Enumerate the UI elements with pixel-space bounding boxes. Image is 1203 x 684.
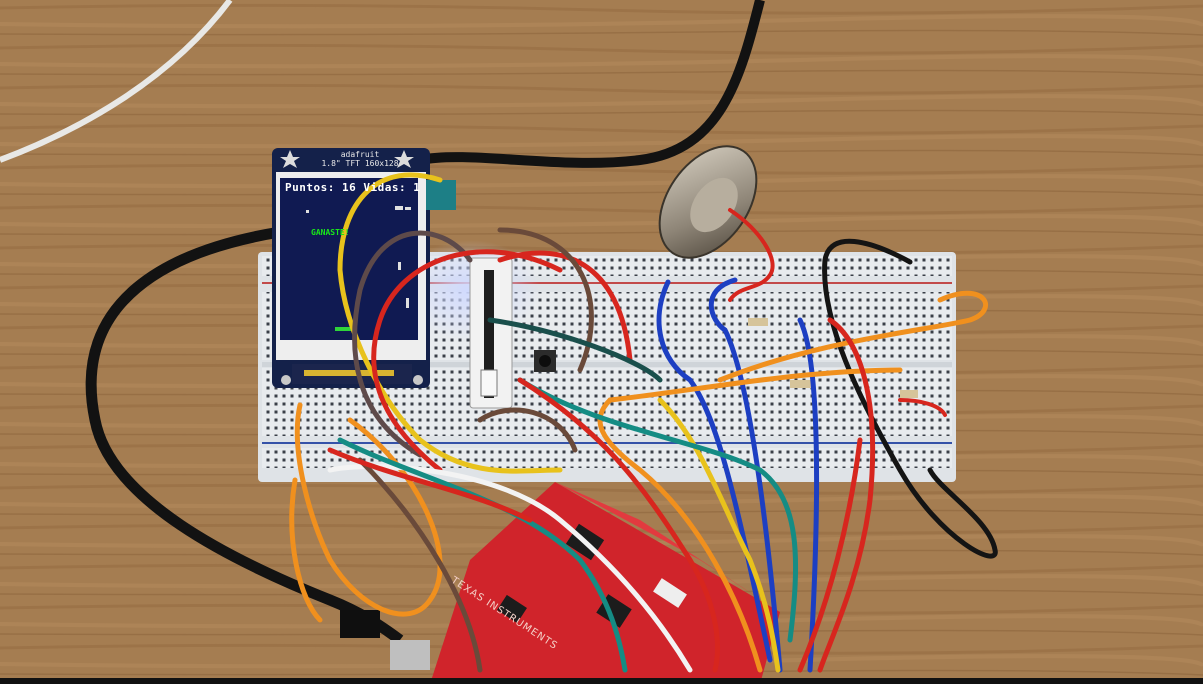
wire-blue [797,317,820,673]
tft-board-label: adafruit 1.8" TFT 160x128 [300,150,420,168]
wire-teal [337,437,628,673]
bottom-letterbox [0,678,1203,684]
resistor [790,380,812,388]
wire-orange [289,477,323,623]
score-lives-text: Puntos: 16 Vidas: 1 [285,181,421,194]
wire-orange [597,397,763,673]
wire-red [728,208,775,302]
game-paddle [335,327,351,331]
game-block [405,207,411,210]
wire-teal [487,317,663,383]
wire-orange [717,290,989,383]
black-usb-cable [419,0,765,168]
wire-red [517,377,720,673]
model-label: 1.8" TFT 160x128 [321,159,399,168]
game-block [395,206,403,210]
pushbutton-cap [539,355,551,367]
brand-label: adafruit [340,150,380,159]
wire-red [898,398,947,417]
wire-red [817,317,876,673]
wire-brown [477,407,578,453]
game-ball [406,298,409,308]
star-icon [394,150,414,168]
game-ball [306,210,309,213]
wire-red [371,249,563,473]
slide-switch [469,257,513,409]
wire-brown [352,230,473,458]
wire-white [327,464,693,673]
wire-blue [708,277,783,673]
win-message: GANASTE! [311,228,350,237]
wire-black [822,238,998,559]
wire-yellow [657,397,781,673]
wire-yellow [337,172,563,474]
wire-red [497,250,633,363]
tft-display-module [272,148,456,388]
star-icon [280,150,300,168]
resistor [748,318,768,326]
wire-brown [357,457,483,673]
wire-orange [294,402,443,617]
wire-red [797,437,863,673]
black-usb-cable-loop [85,226,404,645]
wire-red [327,447,533,523]
wire-teal [517,377,799,643]
white-usb-cable [0,0,233,163]
game-ball [398,262,401,270]
piezo-buzzer [658,145,758,259]
resistor [900,390,918,398]
jumper-wires [289,172,998,673]
